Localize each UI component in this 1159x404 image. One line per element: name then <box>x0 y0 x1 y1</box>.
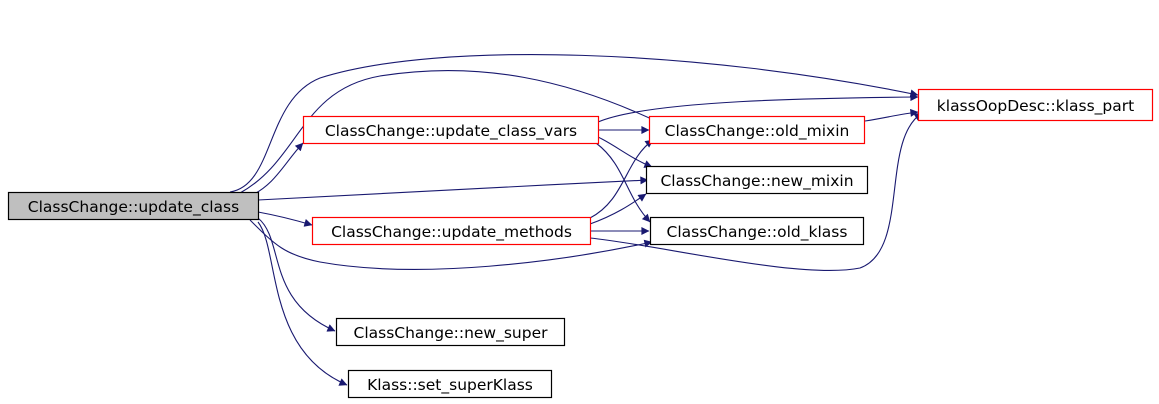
node-update-class-box <box>7 191 260 221</box>
node-new-mixin-box <box>645 165 869 195</box>
nodes: ClassChange::update_class ClassChange::u… <box>7 88 1154 399</box>
node-set-superklass-box <box>347 369 553 399</box>
node-new-mixin-label: ClassChange::new_mixin <box>660 172 853 191</box>
node-update-class-vars-label: ClassChange::update_class_vars <box>325 122 577 141</box>
edge-update-methods-to-klass-part <box>589 112 923 271</box>
node-klass-part-box <box>917 88 1154 122</box>
node-update-class-vars-box <box>302 115 600 145</box>
edge-update-class-to-klass-part <box>229 54 919 193</box>
node-new-mixin[interactable]: ClassChange::new_mixin <box>645 165 869 195</box>
edge-update-class-vars-to-new-mixin <box>597 136 653 168</box>
node-update-class[interactable]: ClassChange::update_class <box>7 191 260 221</box>
edge-old-mixin-to-klass-part <box>864 108 919 122</box>
node-update-methods[interactable]: ClassChange::update_methods <box>311 216 592 246</box>
node-set-superklass-label: Klass::set_superKlass <box>367 376 533 395</box>
edge-update-class-vars-to-klass-part <box>597 93 919 123</box>
node-old-klass-box <box>649 216 865 246</box>
node-update-methods-label: ClassChange::update_methods <box>331 223 572 242</box>
node-new-super[interactable]: ClassChange::new_super <box>335 317 566 347</box>
edge-update-class-vars-to-old-klass <box>595 142 651 223</box>
edge-update-methods-to-new-mixin <box>589 193 647 225</box>
edge-update-methods-to-old-mixin <box>589 139 654 219</box>
node-klass-part[interactable]: klassOopDesc::klass_part <box>917 88 1154 122</box>
edge-update-class-to-update-methods <box>257 211 313 227</box>
node-new-super-label: ClassChange::new_super <box>354 324 549 343</box>
edge-update-class-to-old-mixin <box>239 69 661 194</box>
node-old-klass[interactable]: ClassChange::old_klass <box>649 216 865 246</box>
node-old-mixin-label: ClassChange::old_mixin <box>665 122 850 141</box>
edge-update-class-to-new-mixin <box>257 176 649 201</box>
node-update-methods-box <box>311 216 592 246</box>
node-set-superklass[interactable]: Klass::set_superKlass <box>347 369 553 399</box>
node-old-mixin[interactable]: ClassChange::old_mixin <box>648 115 866 145</box>
node-new-super-box <box>335 317 566 347</box>
edge-update-class-to-set-superklass <box>257 221 348 386</box>
node-klass-part-label: klassOopDesc::klass_part <box>937 97 1134 116</box>
node-update-class-label: ClassChange::update_class <box>28 198 239 217</box>
edges <box>229 54 923 386</box>
node-update-class-vars[interactable]: ClassChange::update_class_vars <box>302 115 600 145</box>
edge-update-class-to-new-super <box>257 217 336 332</box>
edge-update-class-to-old-klass <box>249 219 653 270</box>
node-old-mixin-box <box>648 115 866 145</box>
node-old-klass-label: ClassChange::old_klass <box>667 223 848 242</box>
